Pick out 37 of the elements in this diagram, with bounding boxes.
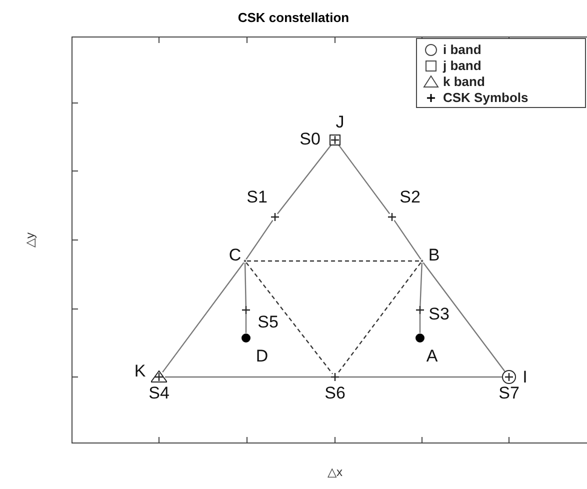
dashed-line <box>247 260 420 262</box>
line <box>394 220 422 260</box>
line <box>165 376 331 378</box>
legend-label: CSK Symbols <box>443 90 528 106</box>
point-label: D <box>256 348 268 364</box>
point-label: S6 <box>324 384 346 402</box>
point-label: S3 <box>428 306 450 322</box>
point-label: I <box>522 368 528 386</box>
point-label: S5 <box>258 314 278 330</box>
legend-label: i band <box>443 42 482 58</box>
point-label: C <box>228 246 242 264</box>
line <box>338 144 390 214</box>
axis-label: △x <box>328 465 342 479</box>
point-label: S4 <box>148 384 170 402</box>
point-label: S2 <box>400 188 420 206</box>
legend-label: k band <box>443 74 485 90</box>
point-label: S0 <box>300 130 320 148</box>
line <box>420 262 423 306</box>
line <box>339 376 502 378</box>
point-label: S7 <box>498 384 520 402</box>
legend-label: j band <box>443 58 482 74</box>
point-label: J <box>336 114 344 130</box>
line <box>162 262 244 373</box>
chart-title: CSK constellation <box>236 10 350 25</box>
point-label: B <box>428 246 440 264</box>
point-label: S1 <box>246 188 268 206</box>
axis-label: △y <box>23 232 37 248</box>
point-label: A <box>426 348 438 364</box>
line <box>419 314 421 333</box>
point-label: K <box>134 362 146 380</box>
line <box>422 262 506 372</box>
line <box>245 314 247 333</box>
line <box>244 262 247 306</box>
line <box>276 144 332 214</box>
dashed-line <box>336 262 422 374</box>
dashed-line <box>246 262 334 374</box>
line <box>246 220 274 260</box>
